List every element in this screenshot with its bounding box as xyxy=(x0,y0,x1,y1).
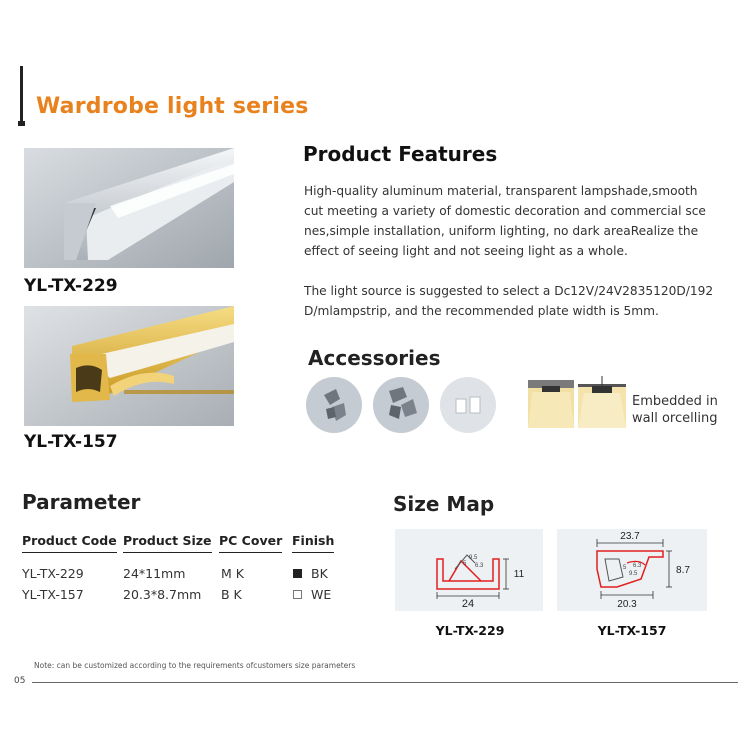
header-bar-cap xyxy=(18,121,25,126)
embedded-install-icon xyxy=(528,380,574,428)
dim-height: 8.7 xyxy=(676,565,690,576)
features-title: Product Features xyxy=(303,142,498,166)
size-map-label: YL-TX-229 xyxy=(435,623,505,638)
size-map-diagram-yl-tx-229: 24 11 5 9.5 6.3 xyxy=(395,529,543,611)
dim-top-width: 23.7 xyxy=(620,531,640,542)
embedded-caption: Embedded in wall orcelling xyxy=(632,393,742,427)
finish-label: BK xyxy=(311,566,328,581)
page-number: 05 xyxy=(14,676,26,686)
param-header-size: Product Size xyxy=(123,533,212,553)
dim-width: 24 xyxy=(462,598,474,610)
param-cell-finish: WE xyxy=(293,587,331,602)
text-line: High-quality aluminum material, transpar… xyxy=(304,184,698,198)
product-code-label: YL-TX-157 xyxy=(24,432,118,452)
product-photo-yl-tx-229 xyxy=(24,148,234,268)
size-map-diagram-yl-tx-157: 23.7 8.7 20.3 5 9.5 6.3 xyxy=(557,529,707,611)
param-cell-finish: BK xyxy=(293,566,328,581)
text-line: wall orcelling xyxy=(632,411,718,426)
param-cell-cover: M K xyxy=(221,566,244,581)
accessory-clip-image xyxy=(440,377,496,433)
header-vertical-bar xyxy=(20,66,23,124)
param-cell-size: 20.3*8.7mm xyxy=(123,587,202,602)
size-map-label: YL-TX-157 xyxy=(597,623,667,638)
finish-label: WE xyxy=(311,587,332,602)
finish-swatch-white xyxy=(293,590,302,599)
param-cell-size: 24*11mm xyxy=(123,566,186,581)
text-line: Embedded in xyxy=(632,394,718,409)
dim-inner: 6.3 xyxy=(633,563,642,569)
text-line: effect of seeing light and not seeing li… xyxy=(304,244,628,258)
dim-inner: 9.5 xyxy=(469,555,478,561)
features-paragraph-1: High-quality aluminum material, transpar… xyxy=(304,181,744,261)
param-cell-code: YL-TX-157 xyxy=(22,587,84,602)
features-paragraph-2: The light source is suggested to select … xyxy=(304,281,744,321)
dim-inner: 5 xyxy=(623,565,627,571)
series-title: Wardrobe light series xyxy=(36,94,309,119)
accessory-end-cap-image xyxy=(373,377,429,433)
accessory-end-cap-image xyxy=(306,377,362,433)
accessories-title: Accessories xyxy=(308,346,441,370)
footer-note: Note: can be customized according to the… xyxy=(34,661,356,670)
dim-inner: 5 xyxy=(463,561,467,567)
dim-bottom-width: 20.3 xyxy=(617,599,637,610)
product-photo-yl-tx-157 xyxy=(24,306,234,426)
size-map-title: Size Map xyxy=(393,492,495,516)
footer-rule xyxy=(32,682,738,683)
finish-swatch-black xyxy=(293,569,302,578)
product-code-label: YL-TX-229 xyxy=(24,276,118,296)
text-line: cut meeting a variety of domestic decora… xyxy=(304,204,706,218)
parameter-title: Parameter xyxy=(22,490,141,514)
dim-height: 11 xyxy=(514,569,525,580)
text-line: D/mlampstrip, and the recommended plate … xyxy=(304,304,659,318)
param-header-finish: Finish xyxy=(292,533,335,553)
param-cell-code: YL-TX-229 xyxy=(22,566,84,581)
text-line: The light source is suggested to select … xyxy=(304,284,714,298)
dim-inner: 6.3 xyxy=(475,563,484,569)
param-cell-cover: B K xyxy=(221,587,242,602)
text-line: nes,simple installation, uniform lightin… xyxy=(304,224,699,238)
dim-inner: 9.5 xyxy=(629,571,638,577)
param-header-code: Product Code xyxy=(22,533,117,553)
ceiling-install-icon xyxy=(578,376,626,428)
param-header-cover: PC Cover xyxy=(219,533,283,553)
